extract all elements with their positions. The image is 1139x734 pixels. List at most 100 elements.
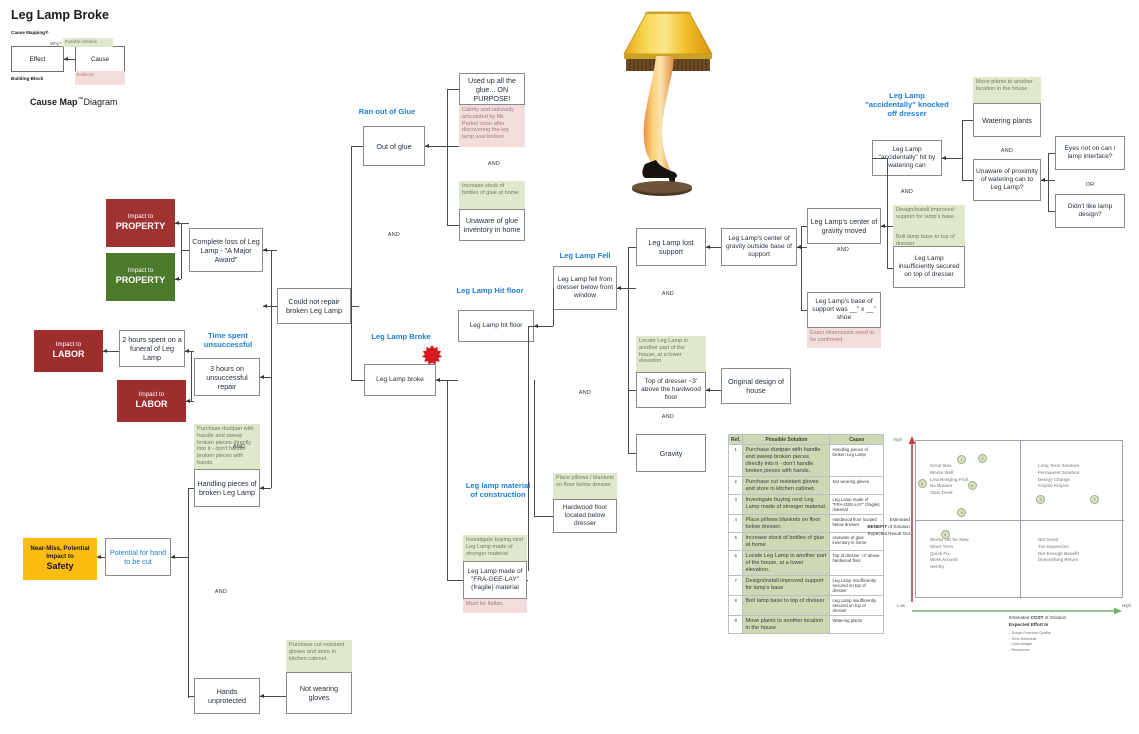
node-unaware-proximity[interactable]: Unaware of proximity of watering can to …: [973, 159, 1041, 201]
x-caption-pre: Estimated: [1009, 615, 1031, 620]
node-cog-moved[interactable]: Leg Lamp's center of gravity moved: [807, 208, 881, 244]
cell-ref: 3: [727, 494, 744, 516]
quad-line: Design Change: [1038, 476, 1070, 482]
node-cog-outside-base[interactable]: Leg Lamp's center of gravity outside bas…: [721, 228, 797, 266]
connector: [962, 180, 973, 181]
arrow: [97, 554, 101, 559]
connector: [1048, 153, 1055, 154]
cell-solution: Bolt lamp base to top of dresser: [742, 595, 831, 617]
node-leg-lamp-hit-floor[interactable]: Leg Lamp hit floor: [458, 310, 534, 342]
and-label-fell: AND: [578, 390, 592, 396]
and-label-dresser: AND: [900, 189, 914, 195]
cell-cause: Handling pieces of broken Leg Lamp: [829, 444, 884, 478]
node-leg-lamp-lost-support[interactable]: Leg Lamp lost support: [636, 228, 706, 266]
impact-property-red: Impact to PROPERTY: [106, 199, 175, 247]
cost-bullet-list: - Scope-Function-Quality- Time-Schedule-…: [1009, 631, 1051, 653]
matrix-point-8[interactable]: 8: [967, 480, 977, 490]
node-could-not-repair[interactable]: Could not repair broken Leg Lamp: [277, 288, 351, 324]
arrow: [260, 485, 264, 490]
node-didnt-like-design[interactable]: Didn't like lamp design?: [1055, 194, 1125, 228]
matrix-point-4[interactable]: 4: [940, 529, 950, 539]
matrix-point-7[interactable]: 7: [1090, 494, 1100, 504]
arrow: [175, 276, 179, 281]
node-used-up-glue[interactable]: Used up all the glue... ON PURPOSE!: [459, 73, 525, 105]
quad-line: Long Term Solution: [1038, 463, 1080, 468]
node-gravity[interactable]: Gravity: [636, 434, 706, 472]
legend-evidence-box: Evidence: [75, 71, 125, 85]
arrow: [103, 348, 107, 353]
node-base-of-support[interactable]: Leg Lamp's base of support was __" x __"…: [807, 292, 881, 328]
matrix-point-3[interactable]: 3: [1036, 494, 1046, 504]
connector: [801, 310, 807, 311]
x-caption-sub: Expected Effort In: [1009, 621, 1049, 627]
node-leg-lamp-fell[interactable]: Leg Lamp fell from dresser below front w…: [553, 266, 617, 310]
caption-tm: ™: [77, 97, 84, 103]
node-insufficiently-secured[interactable]: Leg Lamp insufficiently secured on top o…: [893, 246, 965, 288]
quad-line: Slam Dunk: [930, 490, 953, 496]
cell-ref: 7: [727, 575, 744, 597]
and-label-gravity: AND: [661, 414, 675, 420]
node-unaware-glue-inventory[interactable]: Unaware of glue inventory in home: [459, 209, 525, 241]
node-hands-unprotected[interactable]: Hands unprotected: [194, 678, 260, 714]
and-label-support: AND: [661, 291, 675, 297]
connector: [628, 390, 636, 391]
quadrant-top-left-text: Great Idea Works Well Low Hanging Fruit …: [930, 463, 969, 497]
node-original-design[interactable]: Original design of house: [721, 368, 791, 404]
node-eyes-not-on-can[interactable]: Eyes not on can / lamp interface?: [1055, 136, 1125, 170]
node-three-hours-repair[interactable]: 3 hours on unsuccessful repair: [194, 358, 260, 396]
arrow: [171, 554, 175, 559]
connector: [628, 247, 629, 453]
matrix-point-5[interactable]: 5: [957, 507, 967, 517]
node-not-wearing-gloves[interactable]: Not wearing gloves: [286, 672, 352, 714]
arrow: [175, 220, 179, 225]
matrix-point-1[interactable]: 1: [957, 455, 967, 465]
node-out-of-glue[interactable]: Out of glue: [363, 126, 425, 166]
connector: [271, 306, 272, 488]
node-leg-lamp-broke[interactable]: Leg Lamp broke: [364, 364, 436, 396]
solution-cut-gloves: Purchase cut resistant gloves and store …: [286, 640, 352, 672]
legend-effect-box: Effect: [11, 46, 64, 72]
x-axis-high-label: High: [1122, 603, 1132, 608]
arrow: [263, 247, 267, 252]
node-fragile-material[interactable]: Leg Lamp made of "FRA-GEE-LAY" (fragile)…: [463, 561, 527, 599]
y-caption-main: BENEFIT of Solution: [840, 524, 910, 531]
node-watering-plants[interactable]: Watering plants: [973, 103, 1041, 137]
node-handling-pieces[interactable]: Handling pieces of broken Leg Lamp: [194, 469, 260, 507]
arrow: [942, 155, 946, 160]
matrix-point-6[interactable]: 6: [917, 479, 927, 489]
connector: [171, 557, 188, 558]
connector: [797, 247, 807, 248]
cost-axis-arrow: [912, 602, 1122, 615]
node-top-of-dresser[interactable]: Top of dresser ~3' above the hardwood fl…: [636, 372, 706, 408]
connector: [260, 696, 286, 697]
benefit-arrow-svg: [908, 436, 916, 602]
evidence-exact-dimensions: Exact dimensions need to be confirmed: [807, 328, 881, 348]
node-hardwood-floor[interactable]: Hardwood floor located below dresser: [553, 499, 617, 533]
connector: [271, 250, 272, 306]
solution-locate-lamp: Locate Leg Lamp in another part of the h…: [636, 336, 706, 372]
connector: [186, 401, 194, 402]
quad-line: Permanent Solution: [1038, 469, 1080, 475]
and-label-glue: AND: [487, 161, 501, 167]
node-two-hours-funeral[interactable]: 2 hours spent on a funeral of Leg Lamp: [119, 330, 185, 367]
matrix-point-2[interactable]: 2: [978, 453, 988, 463]
cell-cause: Not wearing gloves: [829, 476, 884, 496]
legend-cause-mapping-label: Cause Mapping®: [11, 30, 49, 35]
legend-cause-box: Cause: [75, 46, 125, 72]
node-potential-hand-cut[interactable]: Potential for hand to be cut: [105, 538, 171, 576]
cost-bullet: - Time-Schedule: [1009, 636, 1037, 641]
connector: [628, 247, 636, 248]
cell-cause: Unaware of glue inventory in home: [829, 532, 884, 552]
node-complete-loss[interactable]: Complete loss of Leg Lamp - "A Major Awa…: [189, 228, 263, 272]
heading-leg-lamp-fell: Leg Lamp Fell: [559, 251, 611, 260]
matrix-midline-v: [1020, 441, 1021, 599]
